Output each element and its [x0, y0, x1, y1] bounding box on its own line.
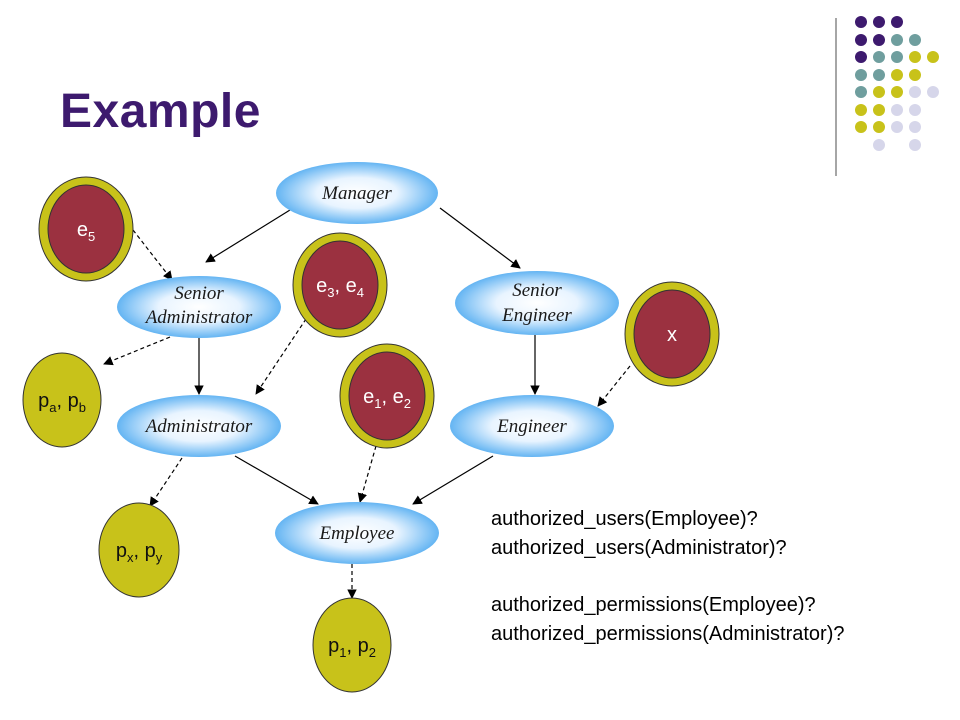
query-list: authorized_users(Employee)? authorized_u… — [491, 505, 844, 649]
decor-dot — [891, 69, 903, 81]
role-engineer-label: Engineer — [496, 416, 567, 437]
query-spacer — [491, 563, 844, 591]
role-manager: Manager — [276, 162, 438, 224]
role-senior-engineer: Senior Engineer — [455, 271, 619, 335]
decor-dot — [909, 104, 921, 116]
edge-manager-senioradmin — [205, 209, 291, 263]
user-node-x: x — [624, 281, 720, 387]
edge-admin-pxy — [149, 457, 183, 507]
decorative-dots — [855, 16, 939, 151]
role-administrator: Administrator — [117, 395, 281, 457]
decor-dot — [873, 121, 885, 133]
decor-dot — [873, 86, 885, 98]
decor-dot — [873, 104, 885, 116]
user-node-e12-label: e1, e2 — [363, 386, 411, 411]
user-node-e12: e1, e2 — [339, 343, 435, 449]
role-manager-label: Manager — [321, 183, 392, 204]
decor-dot — [909, 139, 921, 151]
query-authorized-permissions-administrator: authorized_permissions(Administrator)? — [491, 623, 845, 645]
decor-dot — [855, 86, 867, 98]
decor-dot — [891, 51, 903, 63]
decor-dot — [909, 34, 921, 46]
decor-dot — [891, 121, 903, 133]
user-node-e5: e5 — [38, 176, 134, 282]
user-node-x-label: x — [667, 324, 677, 346]
decor-dot — [909, 121, 921, 133]
decor-dot — [909, 51, 921, 63]
decor-dot — [873, 51, 885, 63]
role-administrator-label: Administrator — [144, 416, 253, 437]
decor-dot — [927, 51, 939, 63]
permission-node-pab-label: pa, pb — [38, 390, 86, 415]
role-senior-administrator: Senior Administrator — [117, 276, 281, 338]
decor-dot — [855, 104, 867, 116]
decor-dot — [891, 86, 903, 98]
role-senior-engineer-label-line1: Senior — [512, 280, 562, 301]
role-senior-administrator-label-line2: Administrator — [144, 307, 253, 328]
decor-dot — [909, 86, 921, 98]
role-edges — [194, 207, 540, 505]
slide-title: Example — [60, 85, 261, 138]
decor-dot — [891, 104, 903, 116]
query-authorized-permissions-employee: authorized_permissions(Employee)? — [491, 594, 816, 616]
role-employee-label: Employee — [319, 523, 395, 544]
query-authorized-users-employee: authorized_users(Employee)? — [491, 508, 758, 530]
decor-dot — [891, 16, 903, 28]
permission-node-p12: p1, p2 — [312, 597, 392, 693]
edge-senioradmin-pab — [103, 336, 171, 366]
role-engineer: Engineer — [450, 395, 614, 457]
role-employee: Employee — [275, 502, 439, 564]
role-senior-administrator-label-line1: Senior — [174, 283, 224, 304]
user-node-e34: e3, e4 — [292, 232, 388, 338]
edge-x-engineer — [597, 365, 631, 407]
edge-manager-seniorengineer — [439, 207, 521, 269]
decor-dot — [855, 34, 867, 46]
permission-node-pxy: px, py — [98, 502, 180, 598]
decor-dot — [855, 69, 867, 81]
user-node-e34-label: e3, e4 — [316, 275, 364, 300]
decor-dot — [873, 139, 885, 151]
permission-node-p12-label: p1, p2 — [328, 635, 376, 660]
decor-dot — [927, 86, 939, 98]
query-authorized-users-administrator: authorized_users(Administrator)? — [491, 537, 787, 559]
role-senior-engineer-label-line2: Engineer — [501, 305, 572, 326]
edge-engineer-employee — [412, 455, 494, 505]
decor-dot — [855, 16, 867, 28]
edge-e34-admin — [255, 312, 311, 395]
permission-node-pxy-label: px, py — [116, 540, 163, 565]
user-node-e5-label: e5 — [77, 219, 95, 244]
decor-dot — [855, 51, 867, 63]
decor-dot — [855, 121, 867, 133]
decor-dot — [873, 34, 885, 46]
edge-admin-employee — [234, 455, 319, 505]
assignment-edges — [103, 229, 631, 599]
edge-e12-employee — [357, 445, 377, 503]
edge-e5-senioradmin — [132, 229, 173, 281]
permission-node-pab: pa, pb — [22, 352, 102, 448]
decor-dot — [873, 16, 885, 28]
decor-dot — [873, 69, 885, 81]
decor-dot — [909, 69, 921, 81]
decor-dot — [891, 34, 903, 46]
